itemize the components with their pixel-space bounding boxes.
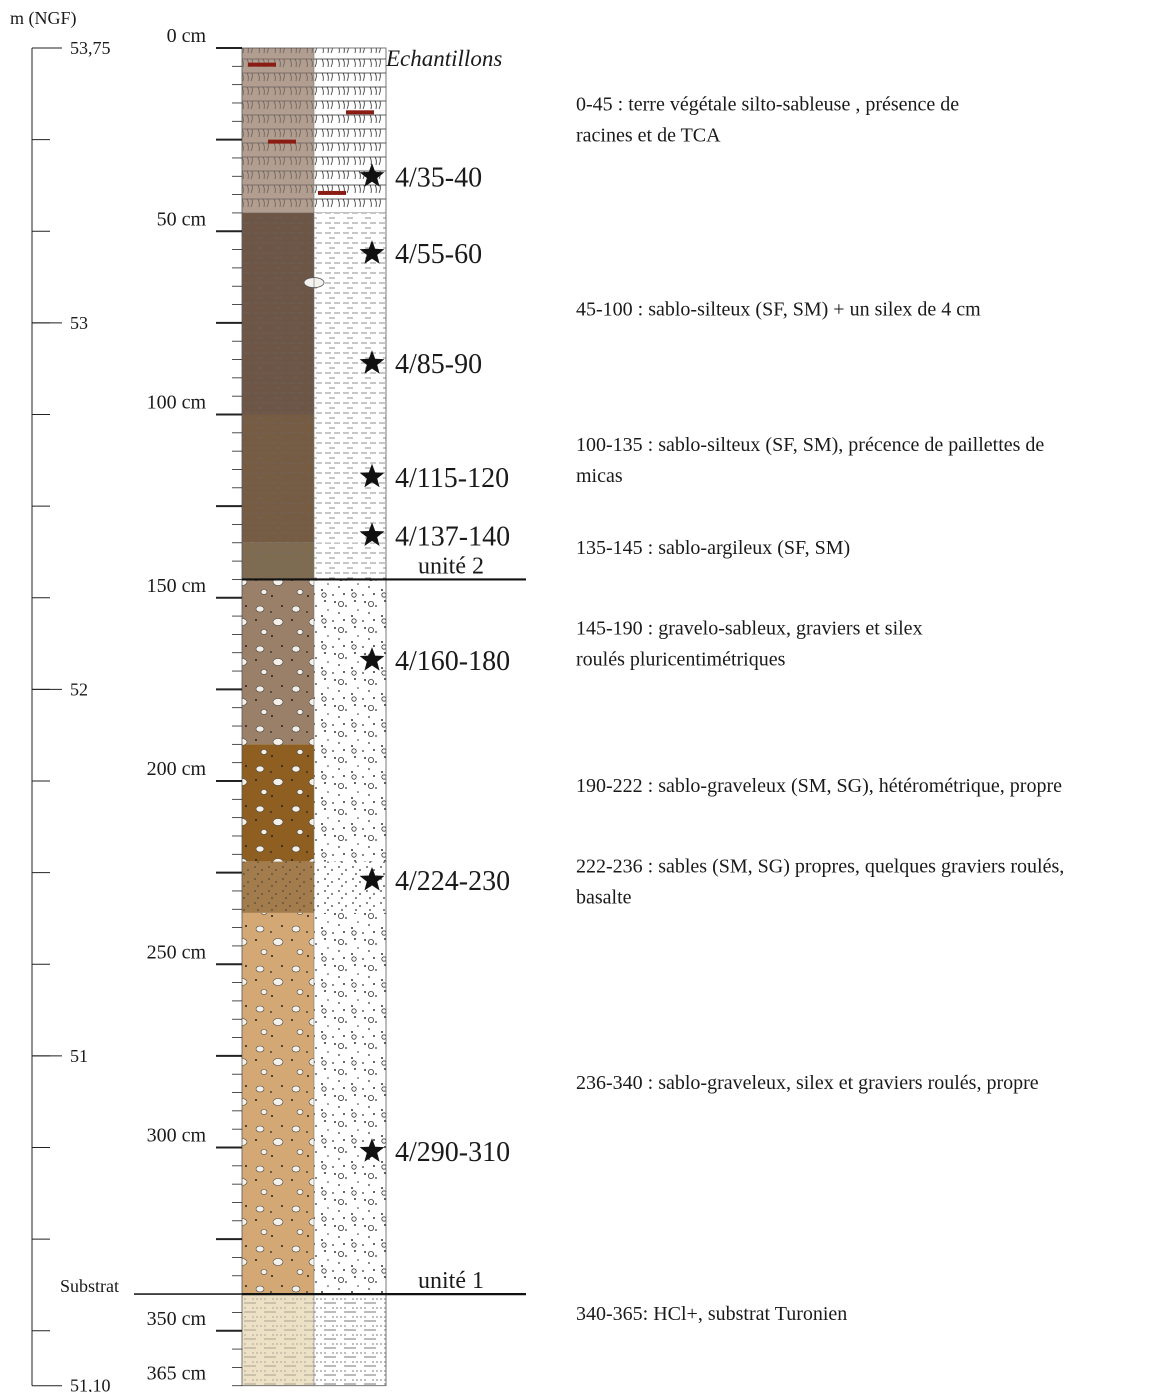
layer-description: 236-340 : sablo-graveleux, silex et grav… — [576, 1072, 1039, 1094]
substrat-label: Substrat — [60, 1276, 119, 1296]
layer-description-cont: micas — [576, 465, 623, 487]
depth-label: 365 cm — [147, 1363, 207, 1385]
layer-overlay-0 — [242, 48, 314, 213]
layer-pebbles-4 — [242, 579, 314, 745]
layer-description: 145-190 : gravelo-sableux, graviers et s… — [576, 617, 923, 639]
sample-star-icon — [359, 350, 385, 374]
layer-description-cont: roulés pluricentimétriques — [576, 648, 786, 670]
sample-label: 4/35-40 — [395, 162, 482, 193]
tca-mark-1 — [346, 110, 374, 115]
sample-star-icon — [359, 1138, 385, 1162]
layer-overlay-6 — [242, 861, 314, 913]
elevation-label: 51 — [70, 1046, 88, 1066]
layer-description: 45-100 : sablo-silteux (SF, SM) + un sil… — [576, 299, 981, 321]
elevation-label: 51,10 — [70, 1376, 111, 1392]
unit-label: unité 1 — [418, 1268, 484, 1294]
depth-label: 50 cm — [157, 208, 207, 230]
tca-mark-0 — [248, 62, 276, 67]
tca-mark-2 — [268, 139, 296, 144]
layer-texture-0 — [314, 48, 386, 213]
elevation-axis: 53,75 53 52 51 51,10 Substrat — [31, 38, 242, 1392]
depth-label: 200 cm — [147, 758, 207, 780]
layer-description: 190-222 : sablo-graveleux (SM, SG), hété… — [576, 775, 1062, 797]
elevation-axis-title: m (NGF) — [10, 8, 77, 29]
layer-texture-3 — [314, 542, 386, 580]
sample-label: 4/115-120 — [395, 463, 509, 494]
layer-texture-7 — [314, 912, 386, 1295]
column-frame — [241, 47, 387, 1387]
layer-descriptions: 0-45 : terre végétale silto-sableuse , p… — [576, 93, 1064, 1324]
layer-colors — [242, 48, 314, 1386]
layer-overlay-3 — [242, 542, 314, 580]
depth-label: 250 cm — [147, 941, 207, 963]
layer-description-cont: basalte — [576, 887, 632, 909]
unit-label: unité 2 — [418, 553, 484, 579]
depth-label: 0 cm — [167, 25, 207, 47]
layer-description: 100-135 : sablo-silteux (SF, SM), précen… — [576, 434, 1044, 456]
depth-label: 300 cm — [147, 1125, 207, 1147]
layer-description: 135-145 : sablo-argileux (SF, SM) — [576, 537, 850, 559]
layer-textures — [248, 48, 386, 1386]
layer-texture-1 — [314, 212, 386, 415]
depth-labels: 0 cm 50 cm 100 cm 150 cm 200 cm 250 cm 300 cm 3… — [147, 25, 207, 1385]
sample-label: 4/224-230 — [395, 866, 510, 897]
layer-overlay-8 — [242, 1294, 314, 1386]
layer-description-cont: racines et de TCA — [576, 124, 721, 146]
sample-star-icon — [359, 463, 385, 488]
sample-star-icon — [359, 647, 385, 671]
tca-mark-3 — [318, 190, 346, 195]
samples-header: Echantillons — [385, 46, 502, 71]
layer-description: 340-365: HCl+, substrat Turonien — [576, 1303, 847, 1325]
sample-star-icon — [359, 867, 385, 891]
depth-ticks — [216, 47, 242, 1387]
sample-star-icon — [359, 522, 385, 546]
layer-description: 0-45 : terre végétale silto-sableuse , p… — [576, 93, 959, 115]
elevation-label: 53,75 — [70, 38, 111, 58]
elevation-label: 53 — [70, 313, 88, 333]
depth-label: 350 cm — [147, 1308, 207, 1330]
unit-boundaries: unité 2 unité 1 — [242, 553, 526, 1296]
sample-label: 4/160-180 — [395, 646, 510, 677]
layer-texture-8 — [314, 1294, 386, 1386]
layer-texture-6 — [314, 861, 386, 913]
depth-label: 150 cm — [147, 575, 207, 597]
sample-label: 4/85-90 — [395, 349, 482, 380]
elevation-label: 52 — [70, 679, 88, 699]
layer-overlay-1 — [242, 212, 314, 415]
layer-pebbles-5 — [242, 744, 314, 862]
layer-description: 222-236 : sables (SM, SG) propres, quelq… — [576, 856, 1064, 878]
layer-overlay-2 — [242, 414, 314, 543]
sample-label: 4/137-140 — [395, 521, 510, 552]
sample-star-icon — [359, 163, 385, 187]
sample-star-icon — [359, 240, 385, 264]
layer-pebbles-7 — [242, 912, 314, 1295]
sample-markers: 4/35-40 4/55-60 4/85-90 4/115-120 4/137-140 4… — [359, 162, 510, 1168]
depth-label: 100 cm — [147, 392, 207, 414]
sample-label: 4/290-310 — [395, 1137, 510, 1168]
sample-label: 4/55-60 — [395, 239, 482, 270]
layer-texture-5 — [314, 744, 386, 862]
